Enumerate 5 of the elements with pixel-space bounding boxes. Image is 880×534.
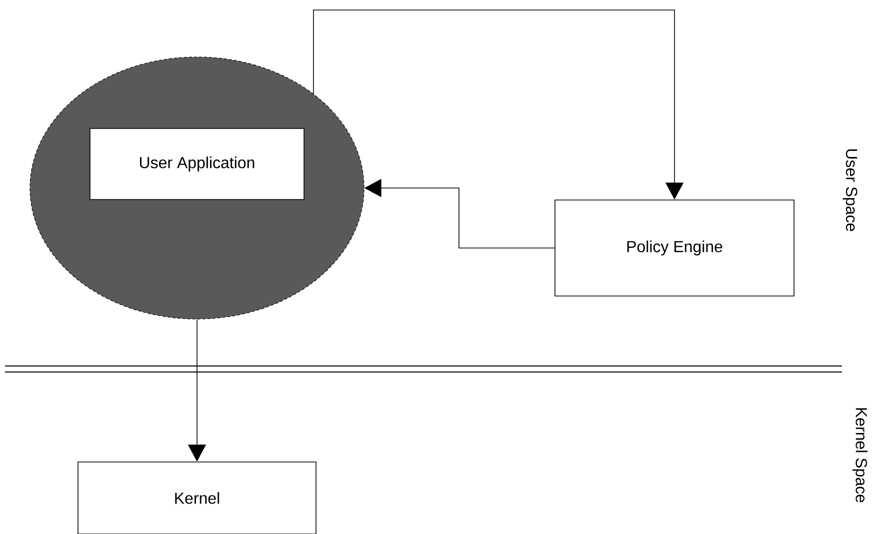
process-box: Kernel xyxy=(78,462,316,534)
region-label: User Space xyxy=(842,149,858,232)
process-box: Policy Engine xyxy=(554,200,794,296)
region-label: Kernel Space xyxy=(852,408,868,502)
process-box: User Application xyxy=(90,128,304,200)
